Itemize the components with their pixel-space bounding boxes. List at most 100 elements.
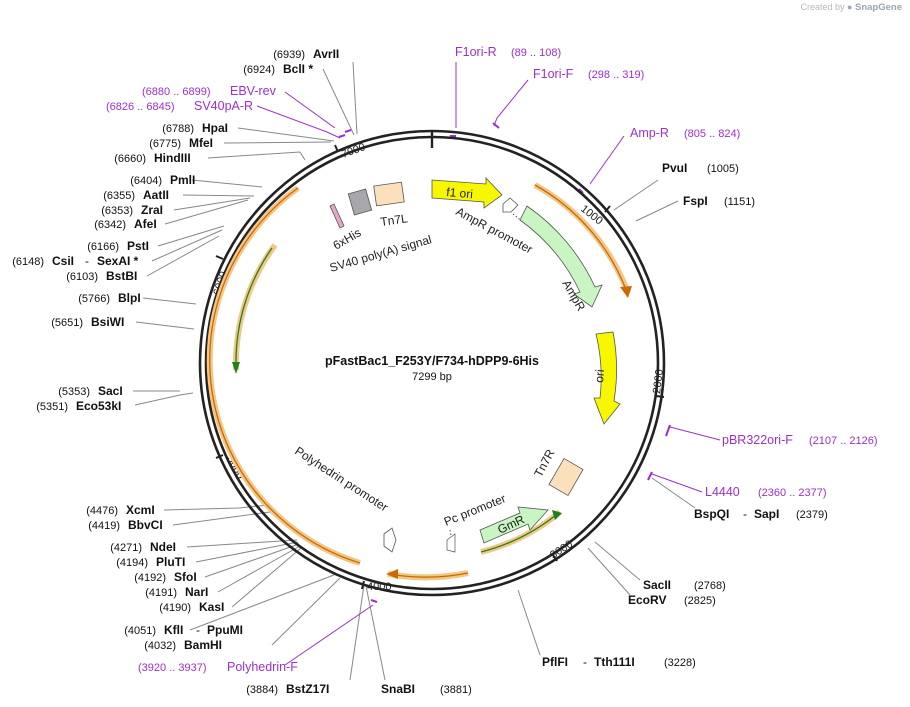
primer-mark-sv40pa-r: [338, 134, 346, 138]
feature-gmr: [479, 506, 549, 544]
primer-polyhedrin-f-name: Polyhedrin-F: [227, 660, 298, 674]
tick-6000: [215, 255, 224, 260]
snapgene-credit: Created by ● SnapGene: [801, 2, 903, 13]
feature-6xhis-label: 6xHis: [331, 225, 364, 252]
site-avrii-pos: (6939): [273, 49, 305, 61]
site-kfli-pos: (4051): [124, 625, 156, 637]
leader-amp-r: [589, 135, 625, 185]
site-psti-pos: (6166): [87, 241, 119, 253]
site-xcmi-pos: (4476): [86, 505, 118, 517]
primer-f1ori-r-range: (89 .. 108): [511, 47, 561, 59]
site-bamhi-pos: (4032): [144, 640, 176, 652]
site-hpai-name: HpaI: [202, 121, 228, 135]
leader-nari: [217, 545, 301, 593]
leader-sacii: [594, 541, 641, 581]
credit-brand: SnapGene: [855, 2, 902, 13]
site-aatii-name: AatII: [143, 188, 169, 202]
primer-f1ori-f-name: F1ori-F: [533, 67, 574, 81]
orf-arcs: [206, 182, 632, 581]
site-bstz17i-pos: (3884): [246, 684, 278, 696]
site-csii-pos: (6148): [12, 256, 44, 268]
primer-l4440-range: (2360 .. 2377): [758, 487, 827, 499]
primer-l4440-name: L4440: [705, 485, 740, 499]
ruler-ticks: [215, 144, 665, 590]
site-mfei-pos: (6775): [149, 138, 181, 150]
site-hpai-pos: (6788): [162, 123, 194, 135]
leader-kasi: [231, 547, 302, 608]
primer-sv40pa-r-name: SV40pA-R: [194, 99, 253, 113]
tick-2000: [655, 395, 665, 398]
leader-snabi: [365, 585, 386, 681]
leader-bcli: [322, 68, 355, 136]
site-bsiwi-name: BsiWI: [91, 315, 124, 329]
site-sacii-name: SacII: [643, 578, 671, 592]
site-pluti-pos: (4194): [116, 557, 148, 569]
snapgene-logo-icon: ●: [847, 2, 853, 12]
primer-mark-pbr322ori-f: [665, 424, 671, 437]
site-csii-dash: -: [85, 254, 89, 268]
site-bcli-name: BclI *: [283, 62, 313, 76]
ruler-label-2000: 2000: [651, 369, 666, 395]
leader-avrii: [352, 61, 358, 135]
feature-ampr-promoter-label: AmpR promoter: [454, 204, 535, 256]
primer-polyhedrin-f-range: (3920 .. 3937): [138, 662, 207, 674]
primer-f1ori-f-range: (298 .. 319): [588, 69, 644, 81]
site-fspi-pos: (1151): [724, 196, 755, 208]
tick-4000: [361, 580, 365, 590]
site-sfoi-pos: (4192): [134, 572, 166, 584]
tick-1000: [604, 205, 611, 213]
leader-csii: [151, 229, 223, 262]
leader-bspqi: [651, 477, 696, 509]
leader-blpi: [142, 297, 197, 305]
site-snabi-pos: (3881): [440, 684, 472, 696]
leader-sv40pa-r: [256, 105, 341, 139]
site-sacii-pos: (2768): [694, 580, 726, 592]
site-pflfi-pos: (3228): [664, 657, 696, 669]
site-bamhi-name: BamHI: [184, 638, 222, 652]
feature-ori: [593, 331, 621, 425]
site-bstbi-pos: (6103): [66, 271, 98, 283]
site-kfli-name: KflI: [164, 623, 183, 637]
leader-pflfi: [517, 589, 541, 656]
leader-ebv-rev: [284, 91, 336, 129]
site-ecorv-name: EcoRV: [628, 593, 666, 607]
leader-bstz17i: [349, 584, 365, 681]
site-bstz17i-name: BstZ17I: [286, 682, 329, 696]
site-pmli-name: PmlI: [170, 173, 195, 187]
site-zrai-pos: (6353): [101, 205, 133, 217]
site-eco53ki-name: Eco53kI: [76, 399, 121, 413]
site-avrii-name: AvrII: [313, 47, 339, 61]
leader-aatii: [182, 194, 255, 197]
feature-tn7l-label: Tn7L: [379, 211, 408, 229]
site-blpi-name: BlpI: [118, 291, 141, 305]
primer-ebv-rev-name: EBV-rev: [230, 84, 277, 98]
site-hindiii-pos: (6660): [114, 153, 146, 165]
feature-ampr-promoter: [502, 197, 519, 213]
orf-arc-ampr-inner: [534, 184, 626, 288]
site-bsiwi-pos: (5651): [51, 317, 83, 329]
ruler-label-4000: 4000: [367, 581, 391, 593]
orf-arc-gmr-line: [480, 514, 557, 553]
feature-polyhedrin-promoter: [383, 527, 397, 553]
site-kasi-name: KasI: [199, 600, 224, 614]
site-bbvci-name: BbvCI: [128, 518, 163, 532]
site-bspqi-dash: -: [743, 507, 747, 521]
ruler-label-7000: 7000: [340, 141, 367, 161]
feature-f1-ori-label: f1 ori: [446, 185, 474, 201]
tick-7000: [334, 144, 339, 153]
feature-tn7r: [548, 457, 584, 497]
primer-f1ori-r-name: F1ori-R: [455, 45, 497, 59]
feature-f1-ori: [431, 176, 503, 209]
site-leader-lines: [133, 61, 696, 681]
site-ecorv-pos: (2825): [684, 595, 716, 607]
primer-mark-ebv-rev: [344, 129, 352, 133]
site-labels: (6939) AvrII (6924) BclI * (6788) HpaI (…: [12, 47, 828, 696]
site-pflfi-dash: -: [583, 655, 587, 669]
site-kfli-dash: -: [196, 623, 200, 637]
leader-f1ori-f: [493, 79, 529, 127]
feature-tn7l: [373, 181, 405, 207]
site-aatii-pos: (6355): [103, 190, 135, 202]
leader-bsiwi: [135, 321, 195, 330]
site-fspi-name: FspI: [683, 194, 708, 208]
